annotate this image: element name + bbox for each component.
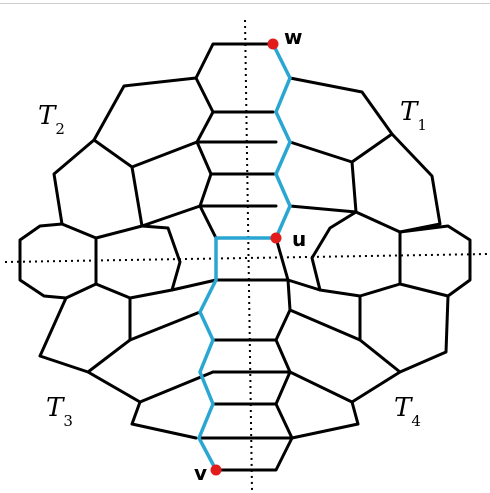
region-label-t3: T3	[46, 393, 73, 430]
vertex-label-v: v	[194, 461, 207, 485]
vertex-label-u: u	[292, 227, 306, 251]
vertex-labels: w u v	[194, 25, 306, 485]
region-label-t2: T2	[38, 101, 65, 138]
top-border	[0, 3, 490, 4]
vertex-v-dot	[210, 464, 222, 476]
region-label-t1: T1	[400, 97, 427, 134]
highlighted-path	[197, 42, 292, 472]
horizontal-axis	[4, 253, 489, 263]
region-label-t4: T4	[394, 393, 421, 430]
vertex-u-dot	[270, 232, 282, 244]
region-labels: T1 T2 T3 T4	[38, 97, 427, 430]
vertex-w-dot	[267, 38, 279, 50]
dotted-axes	[4, 19, 489, 491]
marked-vertices	[210, 38, 282, 476]
vertical-axis	[244, 19, 253, 491]
vertex-label-w: w	[284, 25, 302, 49]
graph-edges	[18, 42, 472, 472]
